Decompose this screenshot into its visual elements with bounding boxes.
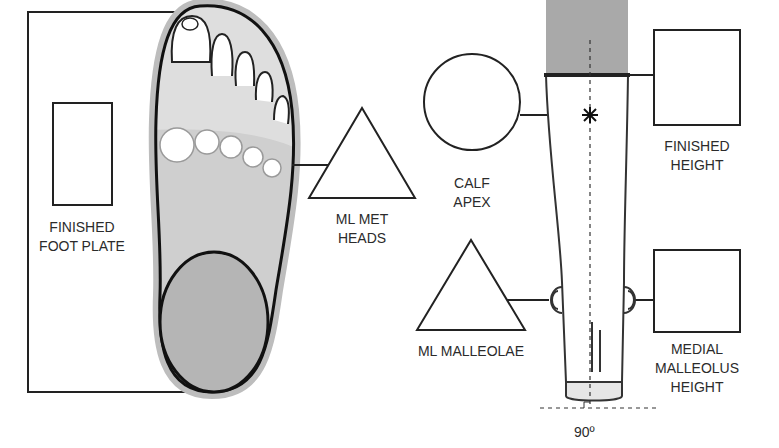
square-marker-outline [51, 101, 114, 207]
angle-label: 90º [574, 424, 595, 440]
shape-label: FINISHED FOOT PLATE [29, 218, 135, 256]
foot-illustration [150, 0, 300, 400]
circle-marker: CALF APEX [422, 54, 522, 212]
triangle-marker-outline [415, 238, 527, 332]
square-marker-outline [652, 28, 742, 127]
shape-label: MEDIAL MALLEOLUS HEIGHT [644, 340, 750, 397]
shape-label: FINISHED HEIGHT [645, 137, 749, 175]
square-marker: MEDIAL MALLEOLUS HEIGHT [644, 250, 750, 397]
shape-label: ML MET HEADS [321, 210, 403, 248]
square-marker: FINISHED FOOT PLATE [29, 103, 135, 256]
triangle-marker: ML MET HEADS [307, 108, 417, 248]
shape-label: CALF APEX [436, 174, 508, 212]
circle-marker-outline [422, 52, 522, 152]
triangle-marker: ML MALLEOLAE [415, 240, 527, 361]
triangle-marker-outline [307, 106, 417, 200]
shape-label: ML MALLEOLAE [416, 342, 526, 361]
square-marker-outline [652, 248, 742, 334]
square-marker: FINISHED HEIGHT [645, 30, 749, 175]
leg-illustration [540, 0, 660, 408]
